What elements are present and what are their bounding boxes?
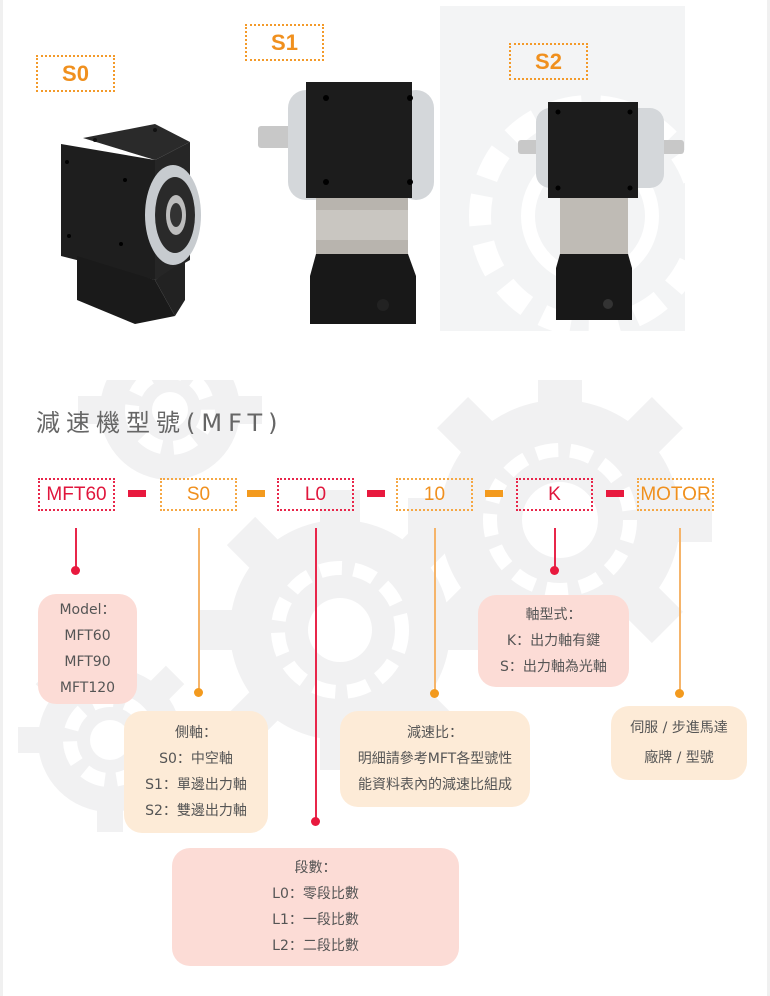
code-segment-motor: MOTOR <box>637 478 714 511</box>
section-title: 減速機型號(MFT) <box>36 409 284 437</box>
connector-line <box>198 528 200 690</box>
separator-dash <box>367 490 385 497</box>
connector-dot <box>675 689 684 698</box>
product-image-s0 <box>61 124 201 324</box>
box-line: 明細請參考MFT各型號性 <box>357 751 513 767</box>
box-title: 軸型式： <box>525 607 582 623</box>
variant-tag-s1: S1 <box>245 24 324 61</box>
connector-line <box>679 528 681 690</box>
variant-tag-s0: S0 <box>36 55 115 92</box>
code-segment-ratio: 10 <box>396 478 473 511</box>
connector-line <box>554 528 556 568</box>
model-description-box: Model： MFT60 MFT90 MFT120 <box>38 594 137 704</box>
box-line: 伺服 / 步進馬達 <box>630 720 728 736</box>
box-line: MFT60 <box>64 628 111 644</box>
box-line: S0：中空軸 <box>159 751 233 767</box>
stages-description-box: 段數： L0：零段比數 L1：一段比數 L2：二段比數 <box>172 848 459 966</box>
motor-description-box: 伺服 / 步進馬達 廠牌 / 型號 <box>611 706 747 780</box>
connector-dot <box>430 689 439 698</box>
ratio-description-box: 減速比： 明細請參考MFT各型號性 能資料表內的減速比組成 <box>340 711 530 807</box>
shaft-type-description-box: 軸型式： K：出力軸有鍵 S：出力軸為光軸 <box>478 595 629 687</box>
box-title: 側軸： <box>175 725 217 741</box>
connector-dot <box>311 817 320 826</box>
separator-dash <box>606 490 624 497</box>
code-segment-side-shaft: S0 <box>160 478 237 511</box>
connector-dot <box>550 566 559 575</box>
box-title: Model： <box>59 602 116 618</box>
connector-line <box>315 528 317 818</box>
box-line: S2：雙邊出力軸 <box>145 803 247 819</box>
box-line: L1：一段比數 <box>272 912 359 928</box>
product-image-s2 <box>518 102 684 320</box>
separator-dash <box>128 490 146 497</box>
box-title: 段數： <box>294 860 337 876</box>
box-line: S1：單邊出力軸 <box>145 777 247 793</box>
separator-dash <box>485 490 503 497</box>
connector-line <box>434 528 436 690</box>
connector-line <box>75 528 77 568</box>
variant-tag-s2: S2 <box>509 43 588 80</box>
code-segment-stages: L0 <box>277 478 354 511</box>
connector-dot <box>194 688 203 697</box>
product-image-s1 <box>258 82 434 324</box>
box-line: MFT120 <box>59 680 116 696</box>
code-segment-shaft-type: K <box>516 478 593 511</box>
box-line: 廠牌 / 型號 <box>644 750 714 766</box>
box-line: MFT90 <box>64 654 111 670</box>
code-segment-model: MFT60 <box>38 478 115 511</box>
box-line: 能資料表內的減速比組成 <box>358 777 512 793</box>
box-line: L0：零段比數 <box>272 886 359 902</box>
right-border <box>767 0 770 996</box>
box-line: S：出力軸為光軸 <box>500 659 607 675</box>
separator-dash <box>247 490 265 497</box>
box-title: 減速比： <box>407 725 463 741</box>
side-shaft-description-box: 側軸： S0：中空軸 S1：單邊出力軸 S2：雙邊出力軸 <box>124 711 268 833</box>
box-line: K：出力軸有鍵 <box>506 633 601 649</box>
left-border <box>0 0 3 996</box>
connector-dot <box>71 566 80 575</box>
box-line: L2：二段比數 <box>272 938 359 954</box>
